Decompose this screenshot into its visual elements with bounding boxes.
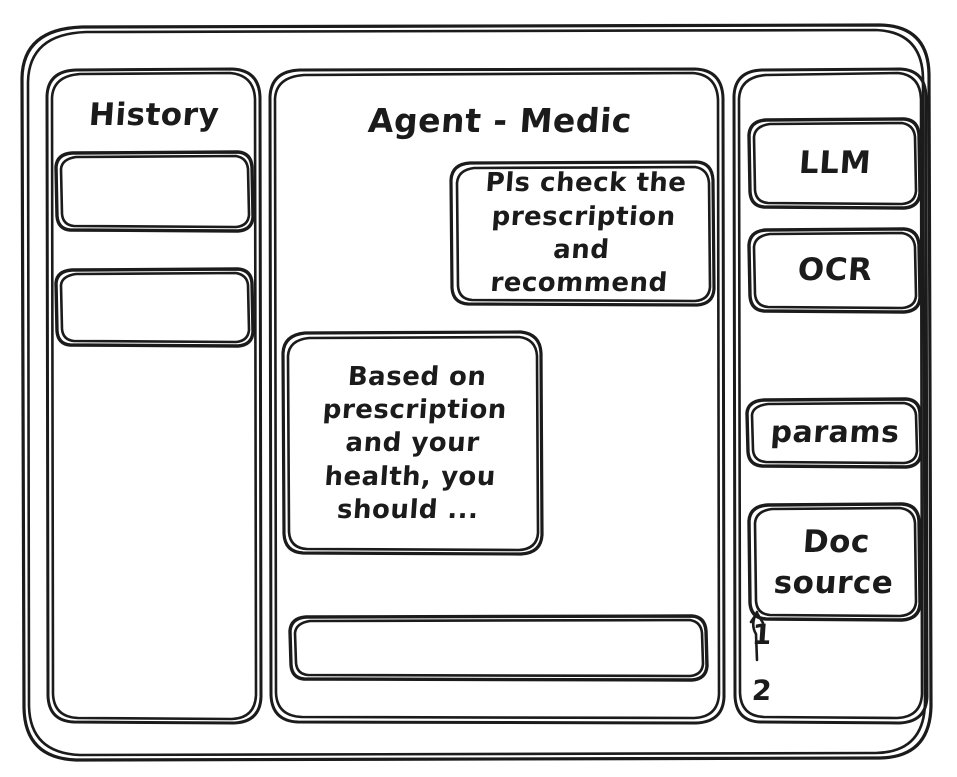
- history-entry-2[interactable]: [58, 270, 250, 346]
- params-button[interactable]: params: [769, 415, 901, 451]
- message-composer-input[interactable]: [290, 616, 708, 681]
- history-entry-1[interactable]: [58, 153, 250, 231]
- agent-panel-title: Agent - Medic: [366, 101, 634, 140]
- llm-button[interactable]: LLM: [797, 145, 873, 182]
- doc-source-reference-1[interactable]: 1: [750, 618, 774, 651]
- user-message-bubble: Pls check the prescription and recommend: [484, 168, 688, 299]
- history-panel-title: History: [87, 97, 221, 133]
- doc-source-button[interactable]: Doc source: [772, 524, 895, 601]
- ocr-button[interactable]: OCR: [796, 252, 874, 289]
- doc-source-reference-2[interactable]: 2: [750, 674, 774, 707]
- agent-message-bubble: Based on prescription and your health, y…: [321, 361, 508, 525]
